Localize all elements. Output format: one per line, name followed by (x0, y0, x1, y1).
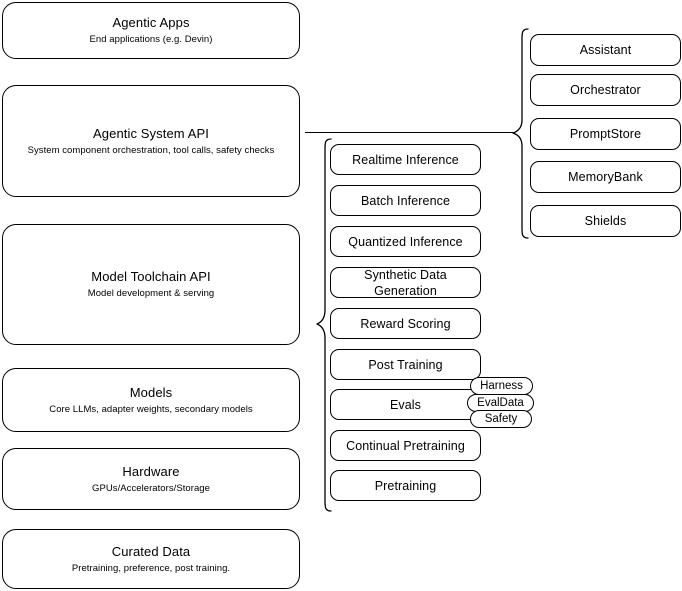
system-item-label: MemoryBank (568, 170, 643, 184)
toolchain-item-evals[interactable]: Evals (330, 389, 481, 420)
toolchain-item-label: Batch Inference (360, 193, 451, 208)
toolchain-item-reward-scoring[interactable]: Reward Scoring (330, 308, 481, 339)
toolchain-item-label: Pretraining (374, 478, 437, 493)
system-components-brace (512, 28, 529, 239)
toolchain-item-label: Realtime Inference (352, 152, 459, 167)
eval-pill-evaldata[interactable]: EvalData (467, 394, 534, 412)
connector-system-api-to-components (305, 132, 514, 134)
toolchain-item-label: Post Training (368, 357, 443, 372)
toolchain-item-realtime-inference[interactable]: Realtime Inference (330, 144, 481, 175)
layer-subtitle: Core LLMs, adapter weights, secondary mo… (49, 403, 253, 415)
toolchain-item-label: Continual Pretraining (346, 438, 465, 453)
layer-subtitle: End applications (e.g. Devin) (89, 34, 213, 45)
toolchain-item-synthetic-data-generation[interactable]: Synthetic Data Generation (330, 267, 481, 298)
toolchain-item-label: Synthetic Data Generation (364, 267, 447, 298)
toolchain-item-quantized-inference[interactable]: Quantized Inference (330, 226, 481, 257)
system-item-label: Assistant (579, 43, 632, 57)
layer-box-agentic-system-api[interactable]: Agentic System API System component orche… (2, 85, 300, 197)
system-item-label: Shields (584, 214, 627, 228)
layer-title: Model Toolchain API (91, 269, 211, 284)
eval-pill-harness[interactable]: Harness (470, 377, 533, 395)
toolchain-brace (316, 138, 332, 512)
toolchain-item-continual-pretraining[interactable]: Continual Pretraining (330, 430, 481, 461)
layer-box-model-toolchain-api[interactable]: Model Toolchain API Model development & s… (2, 224, 300, 345)
system-item-promptstore[interactable]: PromptStore (530, 118, 681, 150)
layer-subtitle: System component orchestration, tool cal… (27, 144, 275, 156)
toolchain-item-pretraining[interactable]: Pretraining (330, 470, 481, 501)
layer-title: Hardware (122, 463, 180, 479)
toolchain-item-label: Quantized Inference (348, 234, 463, 249)
toolchain-item-batch-inference[interactable]: Batch Inference (330, 185, 481, 216)
layer-subtitle: GPUs/Accelerators/Storage (92, 482, 210, 494)
toolchain-item-label: Evals (389, 397, 422, 412)
eval-pill-safety[interactable]: Safety (470, 410, 532, 428)
system-item-shields[interactable]: Shields (530, 205, 681, 237)
layer-subtitle: Model development & serving (87, 288, 215, 299)
layer-subtitle: Pretraining, preference, post training. (71, 562, 231, 574)
layer-title: Models (129, 384, 173, 400)
layer-title: Agentic Apps (112, 15, 190, 30)
toolchain-item-label: Reward Scoring (360, 316, 451, 331)
system-item-label: Orchestrator (570, 83, 641, 97)
layer-title: Agentic System API (93, 125, 209, 141)
system-item-orchestrator[interactable]: Orchestrator (530, 74, 681, 106)
system-item-memorybank[interactable]: MemoryBank (530, 161, 681, 193)
layer-title: Curated Data (111, 543, 191, 559)
system-item-assistant[interactable]: Assistant (530, 34, 681, 66)
system-item-label: PromptStore (569, 127, 642, 141)
toolchain-item-post-training[interactable]: Post Training (330, 349, 481, 380)
